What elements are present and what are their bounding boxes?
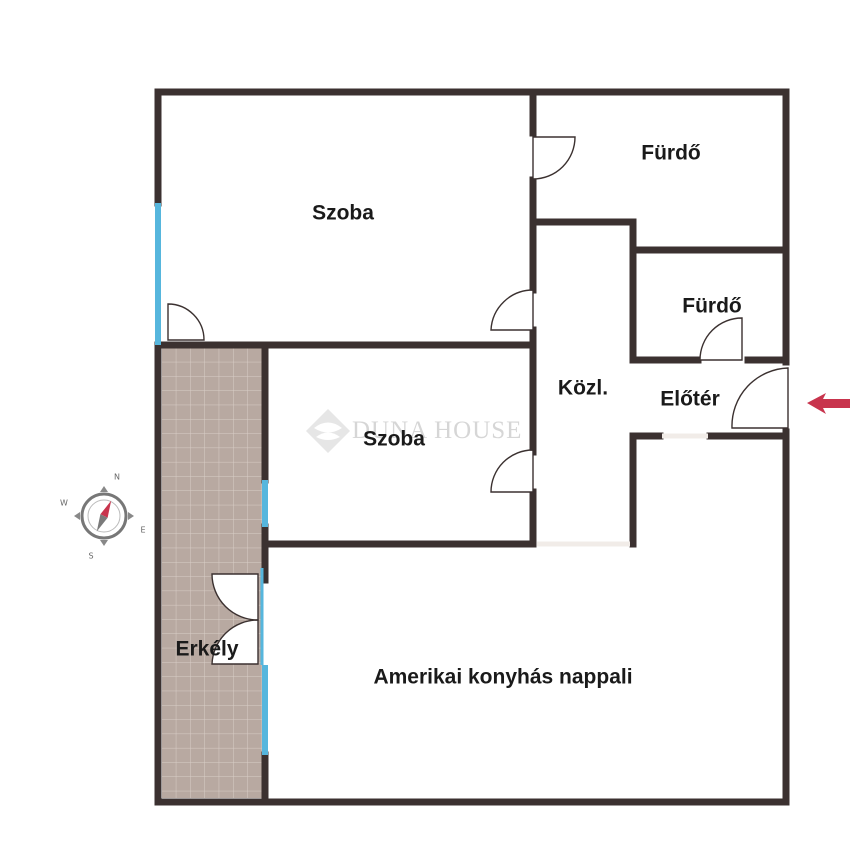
walls: [154, 88, 790, 806]
room-label-szoba-2: Szoba: [363, 427, 425, 451]
room-label-nappali: Amerikai konyhás nappali: [373, 665, 633, 689]
door-szoba-balcony: [167, 303, 205, 341]
compass-north-label: N: [114, 472, 120, 482]
room-label-szoba-1: Szoba: [312, 201, 374, 225]
entry-arrow-icon: [807, 393, 850, 414]
compass-east-label: E: [140, 525, 146, 535]
room-label-eloter: Előtér: [660, 387, 720, 411]
doors: [167, 136, 789, 665]
compass-south-label: S: [88, 551, 94, 561]
compass-west-label: W: [60, 498, 68, 508]
door-szoba-1: [490, 289, 534, 331]
watermark-logo-icon: [306, 409, 350, 453]
room-label-erkely: Erkély: [175, 637, 239, 661]
door-entrance: [731, 367, 789, 429]
compass-icon: [74, 486, 134, 546]
room-label-kozl: Közl.: [557, 376, 609, 400]
door-szoba-2: [490, 449, 534, 493]
door-furdo-1: [532, 136, 576, 180]
room-label-furdo-1: Fürdő: [641, 141, 701, 165]
windows: [155, 203, 268, 755]
room-label-furdo-2: Fürdő: [682, 294, 742, 318]
door-furdo-2: [699, 317, 743, 361]
balcony-floor: [162, 348, 262, 798]
watermark-text: DUNA HOUSE: [352, 417, 523, 444]
